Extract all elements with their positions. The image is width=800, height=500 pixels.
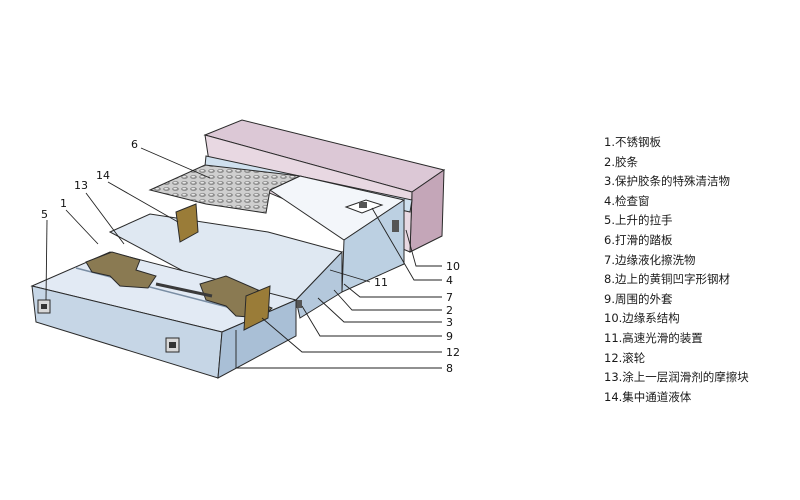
callout-4: 4 <box>446 274 453 287</box>
bottom-clip <box>294 300 302 308</box>
lifting-handles <box>37 299 180 353</box>
leader-4 <box>371 207 442 281</box>
friction-block-left <box>85 251 157 289</box>
tread-surface <box>148 164 302 214</box>
handle-right-knob <box>169 342 176 348</box>
callout-11: 11 <box>374 276 388 289</box>
callout-6: 6 <box>131 138 138 151</box>
leader-5 <box>45 219 48 301</box>
leader-10 <box>405 229 442 267</box>
slide-rail <box>155 282 213 298</box>
middle-panel <box>108 213 343 319</box>
callout-14: 14 <box>96 169 110 182</box>
leader-8 <box>235 330 442 369</box>
legend-item: 14.集中通道液体 <box>604 389 692 404</box>
legend-item: 4.检查窗 <box>604 193 650 208</box>
legend-item: 6.打滑的踏板 <box>604 232 673 247</box>
legend-item: 10.边缘系结构 <box>604 311 680 326</box>
legend-item: 13.涂上一层润滑剂的摩擦块 <box>604 370 749 385</box>
leader-2 <box>333 289 442 311</box>
legend-item: 11.高速光滑的装置 <box>604 330 703 345</box>
handle-left-knob <box>41 304 47 309</box>
leader-lines <box>45 147 442 369</box>
leader-13 <box>85 192 125 245</box>
friction-blocks <box>85 203 273 331</box>
leader-9 <box>301 305 442 337</box>
callout-5: 5 <box>41 208 48 221</box>
window-knob <box>359 202 367 208</box>
brass-channel-mid <box>175 203 199 243</box>
side-fitting <box>392 220 399 232</box>
legend-item: 2.胶条 <box>604 154 638 169</box>
legend-item: 12.滚轮 <box>604 350 646 365</box>
leader-3 <box>317 297 442 323</box>
leader-11 <box>329 269 371 283</box>
callout-1: 1 <box>60 197 67 210</box>
callout-8: 8 <box>446 362 453 375</box>
middle-panel-side <box>295 250 343 319</box>
leader-12 <box>261 317 442 353</box>
legend-item: 7.边缘液化擦洗物 <box>604 252 696 267</box>
parts-legend: 1.不锈钢板 2.胶条 3.保护胶条的特殊清洁物 4.检查窗 5.上升的拉手 6… <box>604 133 749 407</box>
leader-1 <box>65 209 99 245</box>
callout-numbers: 1 5 13 14 6 10 11 4 7 2 3 9 12 8 <box>41 138 460 375</box>
legend-item: 8.边上的黄铜凹字形钢材 <box>604 272 730 287</box>
right-plate-side <box>341 199 405 293</box>
legend-item: 1.不锈钢板 <box>604 135 661 149</box>
leader-7 <box>343 283 442 298</box>
callout-7: 7 <box>446 291 453 304</box>
callout-12: 12 <box>446 346 460 359</box>
right-cover-plate <box>268 175 406 293</box>
legend-item: 5.上升的拉手 <box>604 213 673 228</box>
base-side <box>217 299 297 379</box>
legend-item: 9.周围的外套 <box>604 291 673 306</box>
callout-13: 13 <box>74 179 88 192</box>
leader-14 <box>107 181 179 223</box>
callout-9: 9 <box>446 330 453 343</box>
callout-10: 10 <box>446 260 460 273</box>
anti-slip-tread <box>148 164 302 214</box>
legend-item: 3.保护胶条的特殊清洁物 <box>604 174 730 189</box>
callout-3: 3 <box>446 316 453 329</box>
leader-6 <box>140 147 211 179</box>
callout-2: 2 <box>446 304 453 317</box>
